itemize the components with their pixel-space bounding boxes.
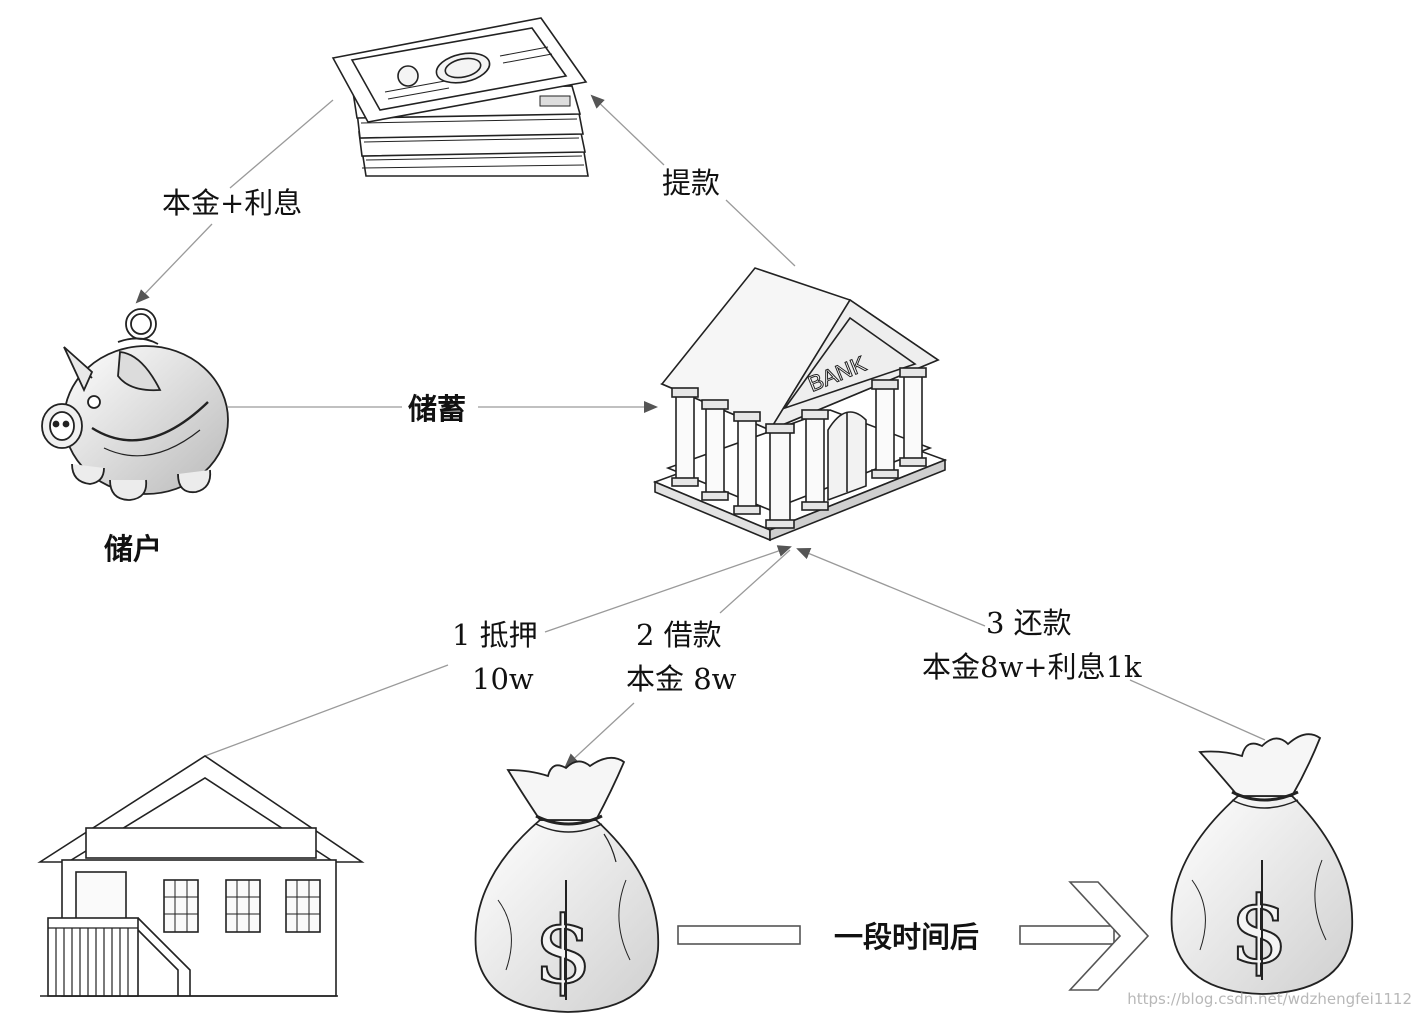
money-bag-icon: $ (1170, 733, 1354, 995)
arrow-principal-interest-tail (135, 223, 213, 304)
money-stack-icon (331, 17, 589, 177)
label-principal-interest: 本金+利息 (162, 186, 303, 220)
connectors (135, 94, 1266, 768)
label-mortgage-amount: 10w (472, 662, 534, 696)
svg-text:$: $ (534, 897, 593, 1004)
arrow-loan-head (564, 702, 635, 768)
arrow-loan (719, 549, 791, 614)
svg-text:$: $ (1230, 877, 1289, 984)
bank-building-icon: BANK (652, 267, 948, 542)
label-mortgage: 1 抵押 (452, 618, 538, 652)
label-loan: 2 借款 (636, 618, 722, 652)
arrow-mortgage (204, 664, 449, 757)
right-arrow-icon (677, 881, 1150, 991)
label-repay-amount: 本金8w+利息1k (922, 650, 1142, 684)
house-icon (37, 755, 365, 997)
label-savings: 储蓄 (408, 392, 467, 426)
label-loan-amount: 本金 8w (626, 662, 737, 696)
arrow-repay-head (796, 548, 986, 627)
piggy-bank-icon (41, 308, 229, 501)
arrow-repay (1129, 679, 1266, 741)
arrow-principal-interest (229, 99, 334, 189)
label-after-time: 一段时间后 (834, 920, 980, 954)
label-withdraw: 提款 (662, 166, 721, 200)
label-depositor: 储户 (104, 532, 163, 566)
watermark: https://blog.csdn.net/wdzhengfei1112 (1127, 990, 1412, 1008)
money-bag-icon: $ (474, 756, 660, 1013)
arrow-withdraw-head (590, 94, 665, 166)
arrow-withdraw (725, 199, 796, 267)
arrow-mortgage-head (544, 545, 792, 633)
label-repay: 3 还款 (986, 606, 1072, 640)
